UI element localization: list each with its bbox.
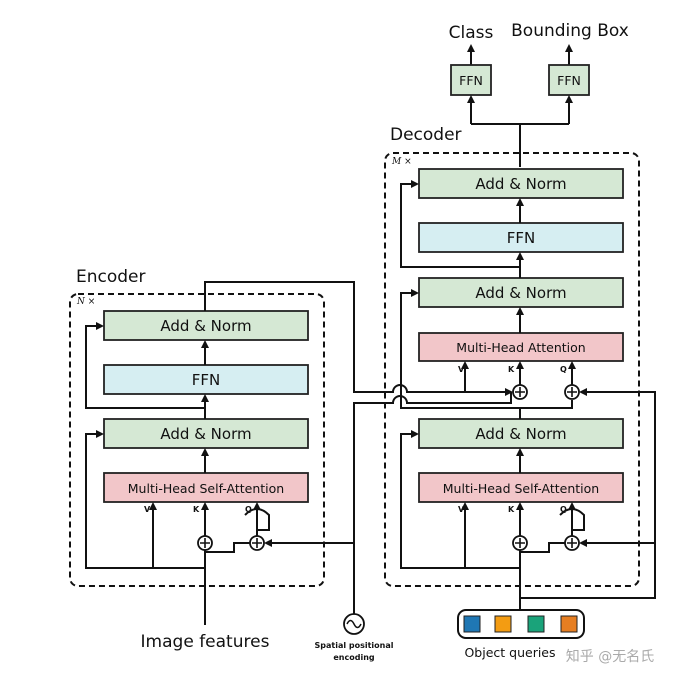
dec-self-k-label: K (508, 505, 515, 514)
dec-residual-2 (400, 289, 520, 409)
decoder-multiplier: M × (391, 157, 412, 167)
svg-text:Add & Norm: Add & Norm (160, 317, 251, 335)
query-pos-loop (520, 388, 656, 599)
enc-plus-k-sign (200, 538, 210, 548)
svg-text:Add & Norm: Add & Norm (160, 425, 251, 443)
ffn-bbox-block: FFN (548, 64, 590, 96)
dec-cross-plus-q-sign (567, 387, 577, 397)
dec-residual-3 (400, 180, 520, 268)
dec-self-q-label: Q (560, 505, 567, 514)
decoder-add-norm-3: Add & Norm (418, 168, 624, 199)
watermark-text: 知乎 @无名氏 (566, 648, 654, 665)
enc-q-label: Q (245, 505, 252, 514)
enc-plus-q-sign (252, 538, 262, 548)
decoder-add-norm-2: Add & Norm (418, 277, 624, 308)
object-queries-label: Object queries (464, 645, 555, 660)
object-query-3 (527, 615, 545, 633)
dec-q-from-addnorm1 (520, 400, 573, 409)
bounding-box-label: Bounding Box (511, 21, 629, 41)
spatial-enc-to-encoder (264, 539, 355, 614)
encoder-multiplier: N × (76, 297, 95, 307)
image-features-label: Image features (141, 632, 270, 652)
svg-text:Add & Norm: Add & Norm (475, 425, 566, 443)
svg-text:Add & Norm: Add & Norm (475, 175, 566, 193)
dec-cross-plus-k-sign (515, 387, 525, 397)
decoder-multi-head-self-attention: Multi-Head Self-Attention (418, 472, 624, 503)
svg-text:Multi-Head Self-Attention: Multi-Head Self-Attention (443, 481, 599, 496)
enc-k-label: K (193, 505, 200, 514)
svg-text:FFN: FFN (507, 229, 535, 247)
dec-residual-1 (400, 430, 520, 569)
decoder-add-norm-1: Add & Norm (418, 418, 624, 449)
dec-cross-v-label: V (458, 365, 465, 374)
decoder-ffn: FFN (418, 222, 624, 253)
enc-q-bypass (244, 508, 270, 531)
dec-self-v-label: V (458, 505, 465, 514)
object-query-1 (463, 615, 481, 633)
enc-residual-1 (85, 430, 205, 569)
dec-self-q-bypass (559, 508, 585, 531)
encoder-add-norm-1: Add & Norm (103, 418, 309, 449)
class-label: Class (449, 23, 494, 43)
object-queries-container (457, 609, 585, 639)
encoder-multi-head-self-attention: Multi-Head Self-Attention (103, 472, 309, 503)
decoder-multi-head-attention: Multi-Head Attention (418, 332, 624, 362)
decoder-title: Decoder (390, 125, 462, 145)
encoder-add-norm-2: Add & Norm (103, 310, 309, 341)
encoder-ffn: FFN (103, 364, 309, 395)
dec-cross-q-label: Q (560, 365, 567, 374)
dec-cross-k-label: K (508, 365, 515, 374)
spatial-encoding-label-2: encoding (333, 653, 375, 662)
spatial-enc-to-decoder-k (353, 392, 512, 543)
object-query-2 (494, 615, 512, 633)
enc-residual-2 (85, 322, 205, 409)
enc-v-label: V (144, 505, 151, 514)
ffn-class-block: FFN (450, 64, 492, 96)
encoder-title: Encoder (76, 267, 146, 287)
spatial-encoding-label-1: Spatial positional (314, 641, 393, 650)
enc-feature-to-q-plus (205, 542, 250, 553)
svg-text:FFN: FFN (557, 73, 581, 88)
spatial-encoding-wave (346, 619, 362, 629)
encoder-memory-to-decoder (204, 281, 511, 393)
object-query-4 (560, 615, 578, 633)
svg-text:Add & Norm: Add & Norm (475, 284, 566, 302)
dec-self-plus-q-sign (567, 538, 577, 548)
dec-query-to-q-plus (519, 542, 565, 568)
dec-self-plus-k-sign (515, 538, 525, 548)
svg-text:FFN: FFN (192, 371, 220, 389)
svg-text:FFN: FFN (459, 73, 483, 88)
decoder-output-split (471, 123, 569, 167)
svg-text:Multi-Head Self-Attention: Multi-Head Self-Attention (128, 481, 284, 496)
svg-text:Multi-Head Attention: Multi-Head Attention (456, 340, 585, 355)
